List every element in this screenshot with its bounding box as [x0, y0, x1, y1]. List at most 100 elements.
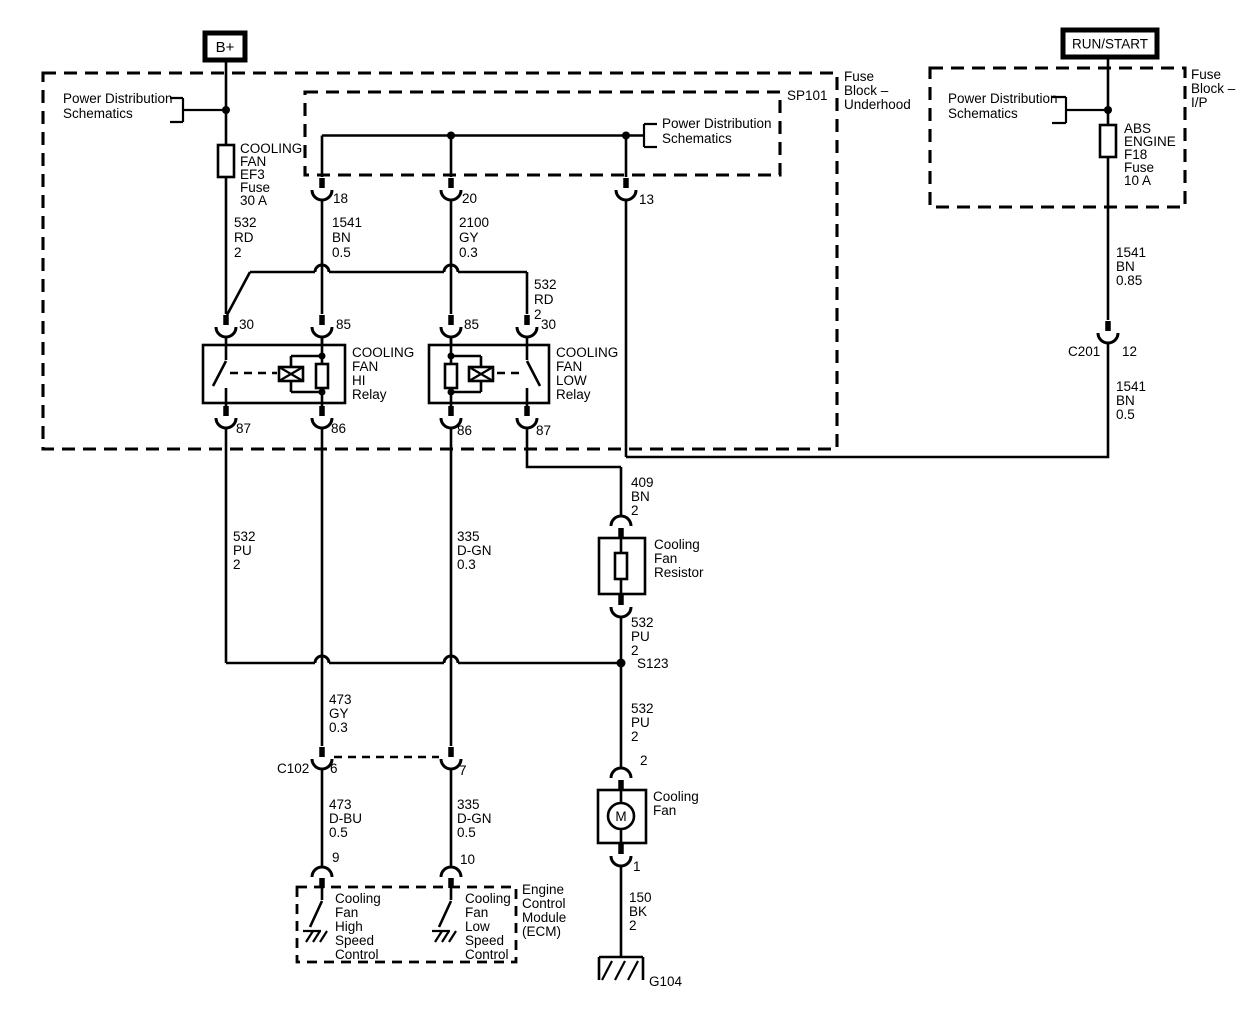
motor-m-label: M — [615, 809, 626, 824]
wire-335-05-2: D-GN — [457, 811, 492, 826]
hi-relay-label-3: HI — [352, 373, 366, 388]
wire-532-rd-left-2: RD — [234, 230, 254, 245]
ecm-low-label-5: Control — [465, 947, 509, 962]
relay-top-pin-connectors — [214, 315, 539, 345]
low-relay-label-2: FAN — [556, 359, 582, 374]
wire-2100-1: 2100 — [459, 215, 489, 230]
wire-409-3: 2 — [631, 503, 639, 518]
ip-label-2: Block – — [1191, 81, 1236, 96]
wire-532pu-low-2: PU — [631, 715, 650, 730]
coil-ground-wires — [320, 428, 453, 746]
wire-1541-085-1: 1541 — [1116, 245, 1146, 260]
wire-1541-05r-2: BN — [1116, 393, 1135, 408]
fuse-block-underhood-box — [41, 71, 839, 451]
wire-409-branch — [525, 428, 623, 516]
ef3-label-5: 30 A — [240, 193, 267, 208]
ef3-label-4: Fuse — [240, 180, 270, 195]
resistor-label-1: Cooling — [654, 537, 700, 552]
fan-label-2: Fan — [653, 803, 676, 818]
wire-335-03-1: 335 — [457, 529, 480, 544]
wire-335-05-3: 0.5 — [457, 825, 476, 840]
pin13-connector — [614, 178, 638, 202]
wire-335-05-1: 335 — [457, 797, 480, 812]
wire-473gy-2: GY — [329, 706, 349, 721]
wire-532pu-mid-2: PU — [631, 629, 650, 644]
pin6-label: 6 — [330, 761, 338, 776]
pds-sp101-line1: Power Distribution — [662, 116, 772, 131]
fan-label-1: Cooling — [653, 789, 699, 804]
wire-532-rd-left-3: 2 — [234, 245, 242, 260]
hi-relay-label-1: COOLING — [352, 345, 414, 360]
wire-532pu-left-3: 2 — [233, 557, 241, 572]
pin1-label: 1 — [633, 859, 641, 874]
pin20-connector — [439, 178, 463, 202]
low-relay-label-3: LOW — [556, 373, 587, 388]
abs-label-3: F18 — [1124, 147, 1147, 162]
fan-bottom-connector — [609, 844, 633, 868]
underhood-label-3: Underhood — [844, 97, 911, 112]
hi-relay-label-2: FAN — [352, 359, 378, 374]
pin85-hi-label: 85 — [336, 317, 351, 332]
wire-409-1: 409 — [631, 475, 654, 490]
resistor-top-connector — [609, 514, 633, 538]
wire-2100-3: 0.3 — [459, 245, 478, 260]
coil-feed-wires — [320, 200, 453, 314]
g104-ground-symbol — [597, 955, 645, 981]
wire-532pu-mid-1: 532 — [631, 615, 654, 630]
wire-473dbu-1: 473 — [329, 797, 352, 812]
fan-top-connector — [609, 766, 633, 790]
pds-ip-line1: Power Distribution — [948, 91, 1058, 106]
ip-label-3: I/P — [1191, 95, 1208, 110]
ef3-label-3: EF3 — [240, 167, 265, 182]
sp101-splice-pack-box — [303, 90, 782, 177]
abs-label-1: ABS — [1124, 121, 1151, 136]
pin10-label: 10 — [460, 852, 475, 867]
wire-532pu-low-1: 532 — [631, 701, 654, 716]
wire-1541-top-3: 0.5 — [332, 245, 351, 260]
fuse-block-ip-box — [928, 66, 1187, 209]
ecm-label-3: Module — [522, 910, 566, 925]
wire-532pu-left-1: 532 — [233, 529, 256, 544]
wire-2100-2: GY — [459, 230, 479, 245]
wire-532-rd-right-3: 2 — [534, 307, 542, 322]
ecm-label-2: Control — [522, 896, 566, 911]
pds-ip-line2: Schematics — [948, 106, 1018, 121]
c201-label: C201 — [1068, 344, 1100, 359]
ip-label-1: Fuse — [1191, 67, 1221, 82]
underhood-label-2: Block – — [844, 83, 889, 98]
ef3-label-1: COOLING — [240, 141, 302, 156]
ecm-high-label-4: Speed — [335, 933, 374, 948]
pin18-connector — [310, 178, 334, 202]
wire-532-rd-right-1: 532 — [534, 277, 557, 292]
wire-409-2: BN — [631, 489, 650, 504]
wire-1541-top-1: 1541 — [332, 215, 362, 230]
pin87-hi-label: 87 — [236, 421, 251, 436]
pds-left-line2: Schematics — [63, 106, 133, 121]
pin86-hi-label: 86 — [331, 421, 346, 436]
ecm-low-label-1: Cooling — [465, 891, 511, 906]
resistor-bottom-connector — [609, 595, 633, 619]
wire-1541-085-2: BN — [1116, 259, 1135, 274]
ecm-low-label-4: Speed — [465, 933, 504, 948]
wire-335-03-2: D-GN — [457, 543, 492, 558]
pin7-label: 7 — [459, 763, 467, 778]
wire-532pu-mid-3: 2 — [631, 643, 639, 658]
cooling-fan-hi-relay — [201, 337, 347, 405]
underhood-label-1: Fuse — [844, 69, 874, 84]
relay-bottom-pin-connectors — [214, 403, 539, 430]
pin30-hi-label: 30 — [239, 317, 254, 332]
pin9-label: 9 — [332, 850, 340, 865]
cooling-fan-motor: M — [596, 788, 648, 845]
ecm-high-label-1: Cooling — [335, 891, 381, 906]
wire-335-03-3: 0.3 — [457, 557, 476, 572]
abs-label-4: Fuse — [1124, 160, 1154, 175]
s123-label: S123 — [637, 656, 669, 671]
resistor-label-3: Resistor — [654, 565, 704, 580]
ecm-high-label-3: High — [335, 919, 363, 934]
pds-left-line1: Power Distribution — [63, 91, 173, 106]
wire-1541-top-2: BN — [332, 230, 351, 245]
run-start-terminal: RUN/START — [1060, 27, 1160, 60]
hi-relay-label-4: Relay — [352, 387, 387, 402]
ecm-high-label-2: Fan — [335, 905, 358, 920]
